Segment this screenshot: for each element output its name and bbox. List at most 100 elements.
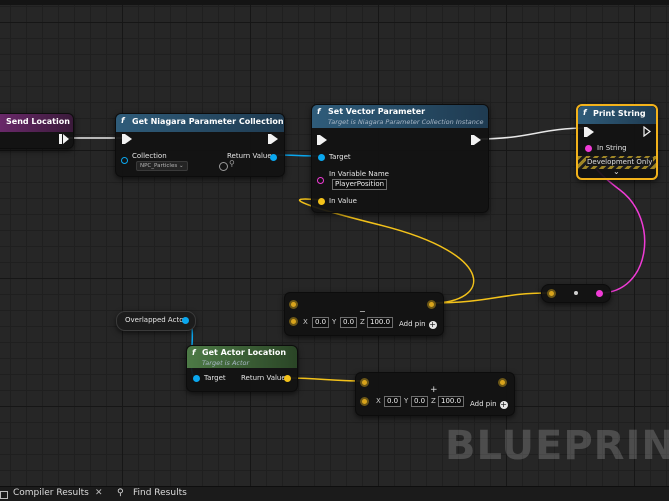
exec-in-pin[interactable] [317,135,327,145]
wire-vector-upper-to-invalue [298,198,475,304]
add-pin-button[interactable]: Add pin+ [399,320,437,329]
node-title: Get Actor Location [202,348,287,357]
function-f-icon: f [121,116,125,125]
node-header: f Get Actor Location Target is Actor [187,346,297,368]
add-pin-label: Add pin [470,400,497,408]
chevron-down-icon: ⌄ [178,163,184,169]
in-value-pin[interactable] [318,198,325,205]
y-field[interactable]: 0.0 [340,317,358,328]
node-get-actor-location[interactable]: f Get Actor Location Target is Actor Tar… [186,345,298,392]
exec-out-pin[interactable] [268,134,278,144]
reroute-out-pin[interactable] [596,290,603,297]
reroute-in-pin[interactable] [547,289,556,298]
input-b-pin[interactable] [360,397,369,406]
development-only-label: Development Only [586,158,654,166]
x-field[interactable]: 0.0 [384,396,402,407]
collection-label: Collection [132,152,167,160]
in-variable-name-label: In Variable Name [329,170,389,178]
actor-out-pin[interactable] [182,317,189,324]
function-f-icon: f [583,108,587,117]
plus-icon: + [430,385,438,395]
wires-layer [68,127,646,382]
node-print-string[interactable]: f Print String In String Development Onl… [576,104,658,180]
in-variable-name-pin[interactable] [317,177,324,184]
input-a-pin[interactable] [289,300,298,309]
graph-top-edge [0,0,669,5]
wire-vector-upper-to-reroute [431,292,549,304]
return-value-pin[interactable] [284,375,291,382]
target-pin[interactable] [318,154,325,161]
target-pin[interactable] [193,375,200,382]
collection-pin[interactable] [121,157,128,164]
x-field[interactable]: 0.0 [312,317,330,328]
bottom-tab-bar: Compiler Results ✕ ⚲ Find Results [0,486,669,501]
y-field[interactable]: 0.0 [411,396,429,407]
node-header: f Print String [578,106,656,124]
exec-out-pin[interactable] [471,135,481,145]
search-icon[interactable]: ⚲ [117,488,124,498]
minus-icon: − [359,307,366,316]
panel-icon [0,491,8,499]
node-title: Send Location [6,117,70,126]
close-icon[interactable]: ✕ [95,488,103,498]
target-label: Target [329,153,351,161]
browse-icon[interactable] [219,162,228,171]
add-pin-button[interactable]: Add pin+ [470,400,508,409]
output-pin[interactable] [498,378,507,387]
collection-value: NPC_Particles [140,163,178,169]
node-header: f Set Vector Parameter Target is Niagara… [312,105,488,128]
add-pin-label: Add pin [399,320,426,328]
in-string-pin[interactable] [585,145,592,152]
node-reroute[interactable] [541,284,611,303]
function-f-icon: f [317,107,321,116]
chevron-down-icon[interactable]: ⌄ [613,167,620,176]
in-variable-name-field[interactable]: PlayerPosition [332,179,388,190]
node-send-location[interactable]: Send Location [0,113,74,149]
y-axis-label: Y [404,397,409,405]
node-subtitle: Target is Actor [202,359,250,367]
x-axis-label: X [376,397,381,405]
blueprint-graph[interactable]: Send Location f Get Niagara Parameter Co… [0,0,669,486]
reroute-dot [574,291,578,295]
return-value-pin[interactable] [270,154,277,161]
x-axis-label: X [303,318,308,326]
node-header: f Get Niagara Parameter Collection [116,114,284,132]
development-only-banner: Development Only [578,156,656,169]
plus-circle-icon: + [499,400,508,409]
node-add-upper[interactable]: X 0.0 Y 0.0 Z 100.0 − Add pin+ [284,292,444,336]
z-axis-label: Z [431,397,436,405]
z-axis-label: Z [360,318,365,326]
input-a-pin[interactable] [360,378,369,387]
node-title: Overlapped Actor [125,316,187,324]
node-subtitle: Target is Niagara Parameter Collection I… [328,118,484,126]
exec-out-pin[interactable] [59,134,69,144]
tab-compiler-results[interactable]: Compiler Results [13,488,89,498]
target-label: Target [204,374,226,382]
z-field[interactable]: 100.0 [367,317,394,328]
node-title: Set Vector Parameter [328,107,426,116]
node-header: Send Location [0,114,73,132]
in-value-label: In Value [329,197,357,205]
function-f-icon: f [192,348,196,357]
node-title: Print String [593,109,646,118]
return-value-label: Return Value [227,152,272,160]
node-title: Get Niagara Parameter Collection [132,117,284,126]
plus-circle-icon: + [428,320,437,329]
wire-exec-set-to-print [477,127,589,140]
node-add-lower[interactable]: X 0.0 Y 0.0 Z 100.0 + Add pin+ [355,372,515,416]
y-axis-label: Y [332,318,337,326]
tab-find-results[interactable]: Find Results [133,488,187,498]
node-set-vector-parameter[interactable]: f Set Vector Parameter Target is Niagara… [311,104,489,213]
wire-location-to-lower [287,377,365,382]
output-pin[interactable] [427,300,436,309]
z-field[interactable]: 100.0 [438,396,465,407]
exec-in-pin[interactable] [584,127,594,137]
exec-out-pin[interactable] [643,126,651,137]
collection-dropdown[interactable]: NPC_Particles ⌄ [136,161,188,171]
input-b-pin[interactable] [289,317,298,326]
exec-in-pin[interactable] [122,134,132,144]
node-get-niagara-parameter-collection[interactable]: f Get Niagara Parameter Collection Colle… [115,113,285,177]
node-overlapped-actor[interactable]: Overlapped Actor [116,311,196,331]
in-string-label: In String [597,144,627,152]
search-icon[interactable]: ⚲ [229,159,235,168]
